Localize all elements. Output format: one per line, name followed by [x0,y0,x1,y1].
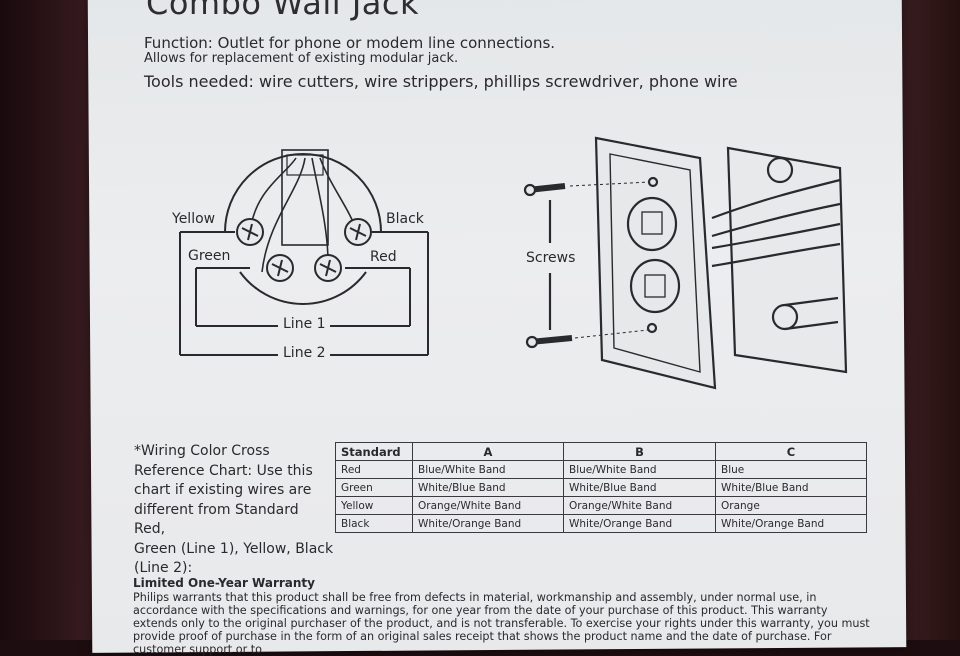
screw-yellow [236,218,264,246]
header-b: B [563,442,716,461]
label-line-2: Line 2 [283,345,326,361]
warranty-text: Philips warrants that this product shall… [133,591,870,656]
header-c: C [715,442,867,461]
table-row: Green White/Blue Band White/Blue Band Wh… [335,478,867,497]
label-black: Black [386,211,424,227]
table-cell: Yellow [335,496,413,515]
diagrams [179,136,848,390]
wall-plate [594,136,717,390]
page-title: Combo Wall Jack [146,0,419,22]
table-cell: White/Blue Band [563,478,716,497]
table-cell: Orange/White Band [412,496,564,515]
jack-outline-bottom [239,271,367,306]
background-right [902,0,960,640]
jack-outline [224,153,382,233]
table-cell: White/Blue Band [412,478,564,497]
label-green: Green [188,248,231,264]
screw-green [266,254,294,282]
table-cell: Orange [715,496,867,515]
label-line-1: Line 1 [283,316,326,332]
table-cell: Blue/White Band [412,460,564,479]
junction-box [726,146,848,374]
function-text-2: Allows for replacement of existing modul… [144,51,459,66]
table-cell: White/Orange Band [412,514,564,533]
cross-reference-note: *Wiring Color Cross Reference Chart: Use… [134,443,334,576]
table-cell: Black [335,514,413,533]
label-red: Red [370,249,397,265]
background-left [0,0,92,640]
table-cell: Green [335,478,413,497]
table-row: Red Blue/White Band Blue/White Band Blue [335,460,867,479]
table-cell: White/Blue Band [715,478,867,497]
table-cell: Orange/White Band [563,496,716,515]
table-row: Black White/Orange Band White/Orange Ban… [335,514,867,533]
screw-red [314,254,342,282]
wiring-diagram [179,149,429,356]
table-cell: Blue/White Band [563,460,716,479]
table-cell: White/Orange Band [715,514,867,533]
warranty-heading: Limited One-Year Warranty [133,576,315,590]
green-wire [261,157,306,273]
screw-bottom-icon [525,335,573,349]
table-row: Yellow Orange/White Band Orange/White Ba… [335,496,867,515]
color-cross-reference-table: Standard A B C Red Blue/White Band Blue/… [335,442,867,533]
screw-top-icon [523,183,566,197]
table-cell: Red [335,460,413,479]
black-wire [319,157,357,231]
installation-diagram [523,136,848,390]
table-cell: Blue [715,460,867,479]
tools-needed-text: Tools needed: wire cutters, wire strippe… [144,72,738,91]
red-wire [311,157,329,263]
jack-opening-lower [629,258,681,314]
jack-opening-upper [626,196,678,252]
header-a: A [412,442,564,461]
label-screws: Screws [526,250,576,266]
table-header-row: Standard A B C [335,442,867,461]
function-text: Function: Outlet for phone or modem line… [144,34,556,52]
table-cell: White/Orange Band [563,514,716,533]
screw-black [344,218,372,246]
label-yellow: Yellow [172,211,216,227]
jack-module [281,149,329,246]
box-tab-top [766,156,794,184]
header-standard: Standard [335,442,413,461]
